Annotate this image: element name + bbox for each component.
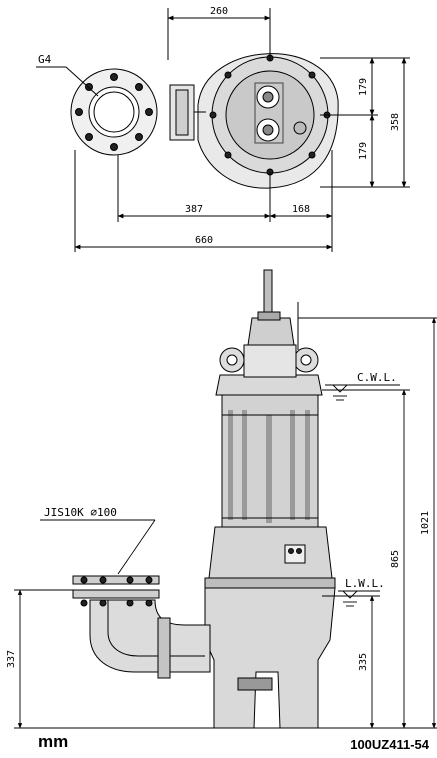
lwl-label: L.W.L.: [345, 577, 385, 590]
power-cable: [263, 269, 273, 316]
elbow-flange: [157, 617, 171, 679]
cwl-label: C.W.L.: [357, 371, 397, 384]
dim-height-lower: 179: [358, 142, 369, 160]
unit-label: mm: [38, 732, 69, 751]
dim-left-span: 387: [185, 204, 203, 215]
connection-label: G4: [38, 53, 52, 66]
flange-spec-label: JIS10K ⌀100: [44, 506, 117, 519]
dim-right-span: 168: [292, 204, 310, 215]
cooling-fins: [228, 410, 310, 523]
dim-overall: 660: [195, 235, 213, 246]
dim-width-top: 260: [210, 6, 228, 17]
top-view-labels: 260 179 179 358 387 168 660 G4: [38, 6, 401, 246]
volute-casing: [204, 587, 336, 729]
discharge-elbow: [89, 599, 211, 673]
side-view-dimensions: [14, 317, 437, 729]
casing-flange: [204, 577, 336, 589]
bearing-housing: [208, 526, 333, 579]
model-number: 100UZ411-54: [350, 737, 429, 752]
outlet-flange-bolts: [80, 576, 153, 607]
dim-outlet-height: 337: [6, 650, 17, 668]
dim-height-total: 358: [390, 113, 401, 131]
flange-bolts: [75, 73, 153, 151]
motor-head: [215, 374, 323, 396]
outlet-flange: [72, 575, 160, 585]
side-view: [72, 269, 336, 729]
dim-total-height: 1021: [420, 511, 431, 535]
dim-cwl-height: 865: [390, 550, 401, 568]
dim-height-upper: 179: [358, 78, 369, 96]
dim-lwl-height: 335: [358, 653, 369, 671]
top-view: [36, 8, 410, 252]
side-view-labels: C.W.L. L.W.L. JIS10K ⌀100 1021 865 335 3…: [6, 371, 431, 671]
cable-gland: [247, 317, 295, 346]
